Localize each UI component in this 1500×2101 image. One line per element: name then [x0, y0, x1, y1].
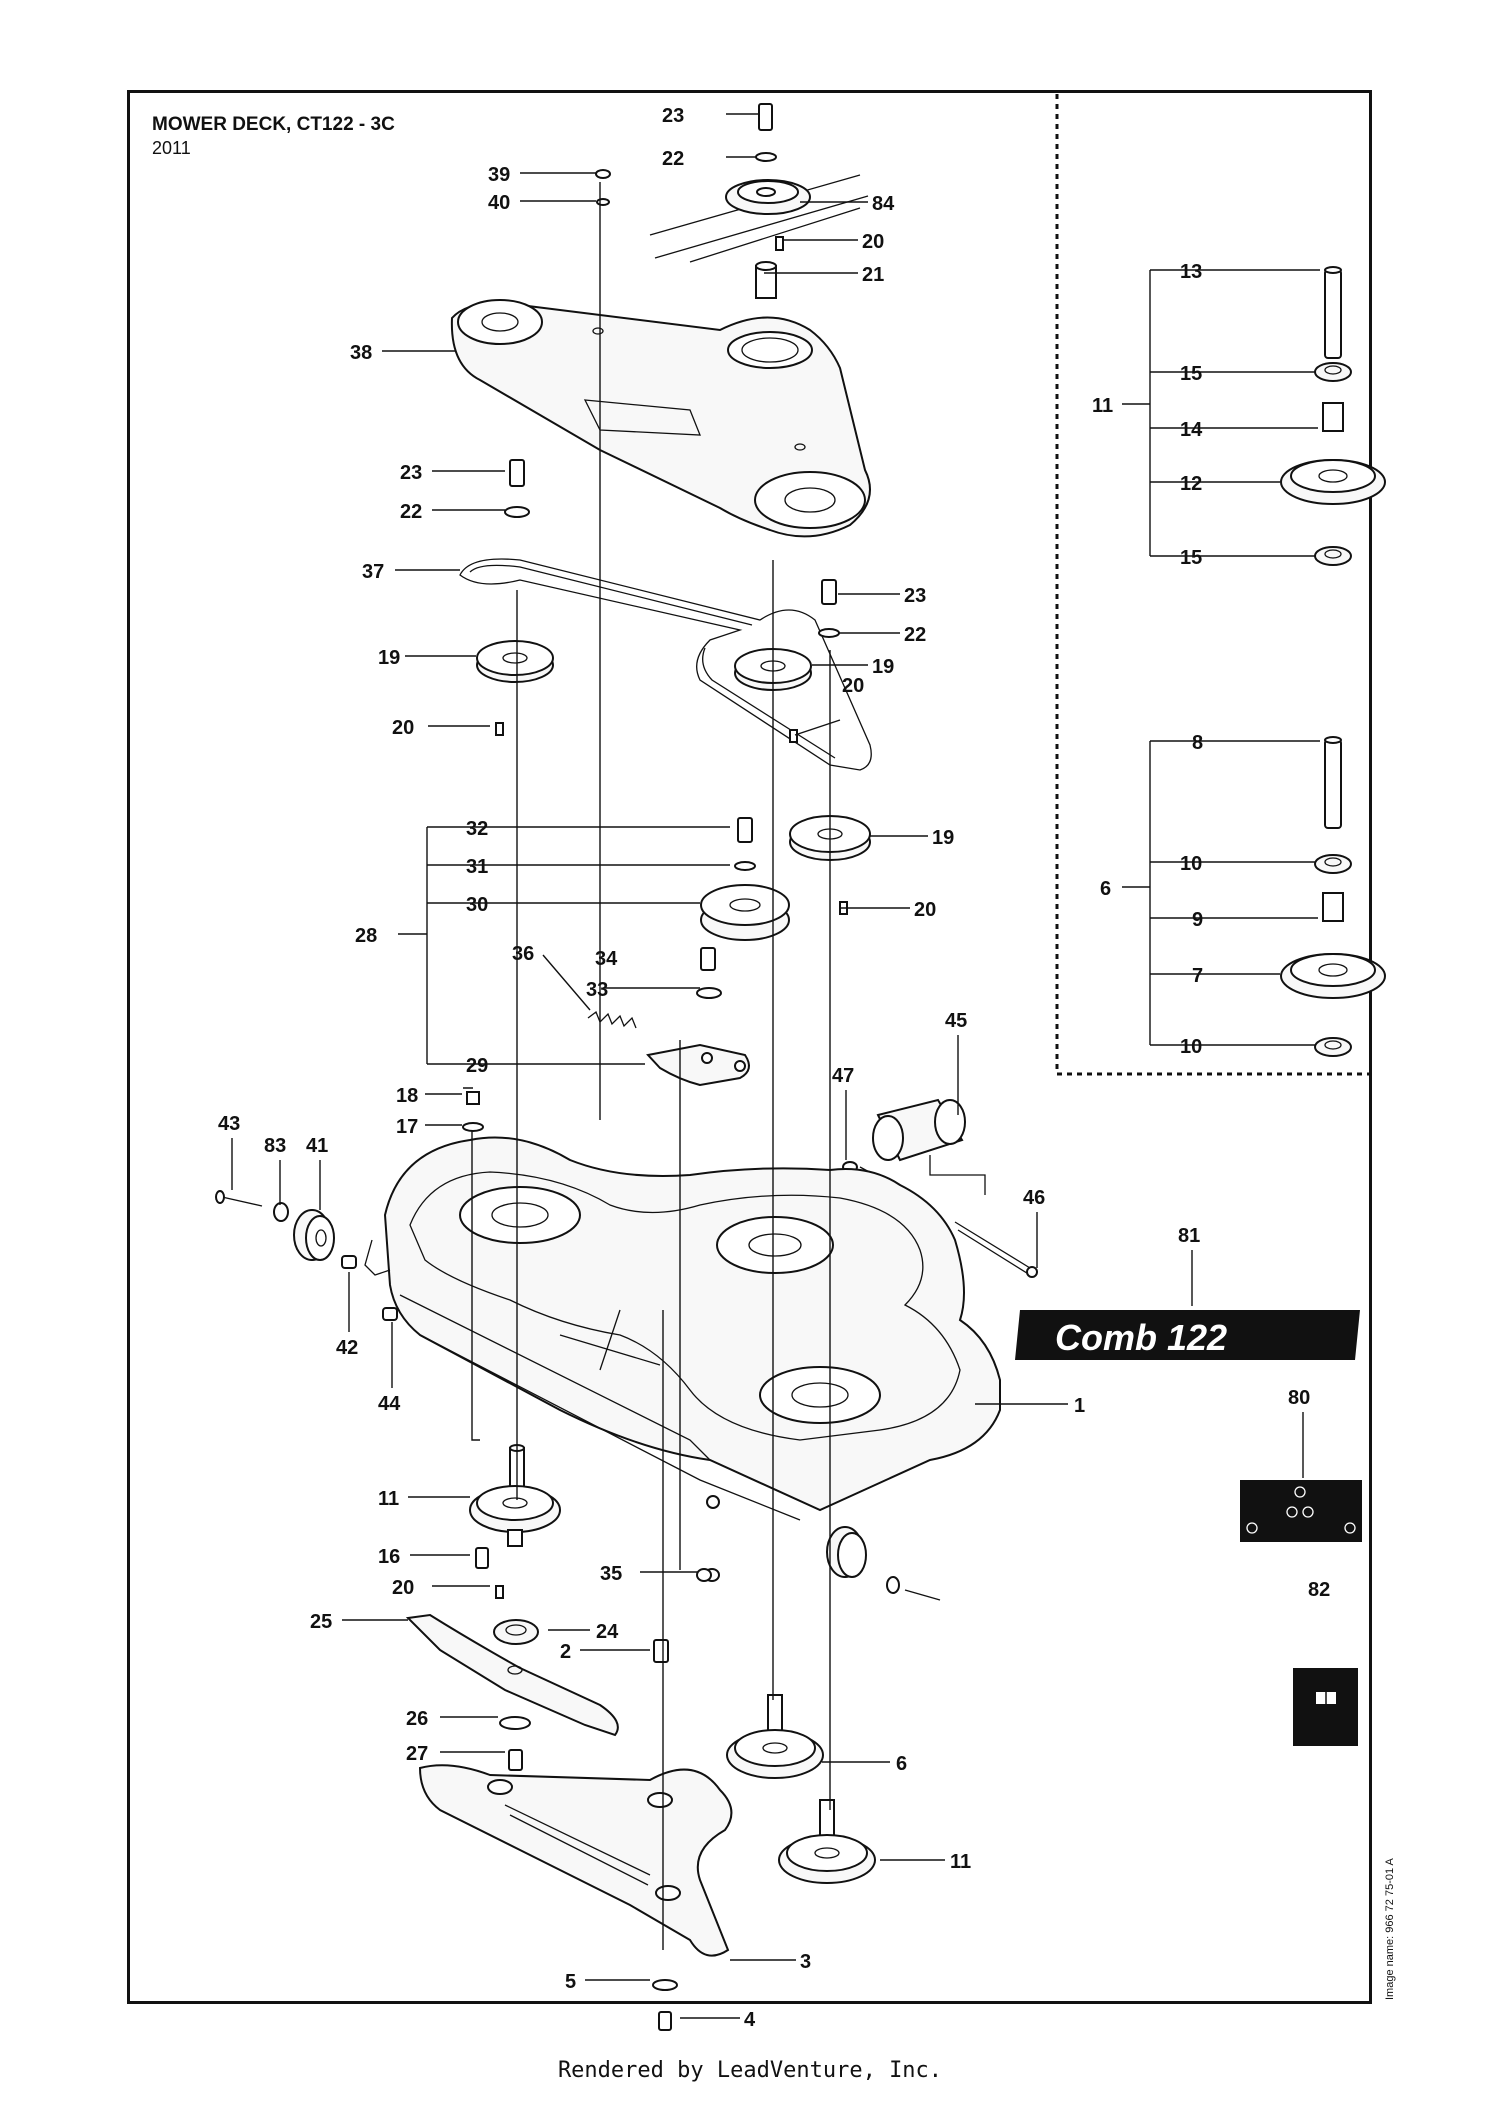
- idler-arm-29-spring-36: [587, 1010, 750, 1087]
- anti-scalp-wheel-41: [215, 1190, 398, 1321]
- callout-c5: 5: [565, 1971, 576, 1993]
- callout-c19b: 19: [872, 656, 894, 678]
- bushing-2-nut-35: [653, 1568, 712, 1663]
- callout-c31: 31: [466, 856, 488, 878]
- callout-c3: 3: [800, 1951, 811, 1973]
- decal-80: [1240, 1480, 1362, 1542]
- footer-rendered-by: Rendered by LeadVenture, Inc.: [557, 2058, 943, 2083]
- callout-c4: 4: [744, 2009, 756, 2031]
- callout-c82: 82: [1308, 1579, 1330, 1601]
- callout-c22b: 22: [400, 501, 422, 523]
- electric-clutch-45: [842, 1098, 1038, 1278]
- callout-c80: 80: [1288, 1387, 1310, 1409]
- callout-c24: 24: [596, 1621, 619, 1643]
- callout-c6b: 6: [1100, 878, 1111, 900]
- idler-assembly-30: [700, 884, 790, 941]
- callout-c43: 43: [218, 1113, 240, 1135]
- callout-c12: 12: [1180, 473, 1202, 495]
- callout-c10b: 10: [1180, 1036, 1202, 1058]
- callout-c83: 83: [264, 1135, 286, 1157]
- callout-c8: 8: [1192, 732, 1203, 754]
- spindle-assembly-6: [726, 1694, 824, 1779]
- decal-81-logo-text: Comb 122: [1055, 1317, 1227, 1358]
- diagram-frame: [127, 90, 1372, 2004]
- callout-c27: 27: [406, 1743, 428, 1765]
- drive-belt-37: [459, 558, 872, 771]
- anti-scalp-wheel-right: [704, 1495, 941, 1601]
- callout-c26: 26: [406, 1708, 428, 1730]
- callout-c37: 37: [362, 561, 384, 583]
- callout-c20a: 20: [862, 231, 884, 253]
- callout-labels: 23 22 84 20 21 39 40 38 23 22 37 23 22 1…: [218, 105, 1330, 2031]
- callout-c45: 45: [945, 1010, 967, 1032]
- callout-c84: 84: [872, 193, 895, 215]
- callout-c14: 14: [1180, 419, 1203, 441]
- callout-c1: 1: [1074, 1395, 1085, 1417]
- decal-82: [1293, 1668, 1358, 1746]
- callout-c44: 44: [378, 1393, 401, 1415]
- callout-c25: 25: [310, 1611, 332, 1633]
- callout-c38: 38: [350, 342, 372, 364]
- mower-deck-1: [364, 1136, 1001, 1521]
- callout-c32: 32: [466, 818, 488, 840]
- callout-c21: 21: [862, 264, 884, 286]
- callout-c19a: 19: [378, 647, 400, 669]
- idler-pulley-19-left: [476, 640, 554, 683]
- callout-c29: 29: [466, 1055, 488, 1077]
- callout-c2: 2: [560, 1641, 571, 1663]
- callout-c23b: 23: [400, 462, 422, 484]
- callout-c7: 7: [1192, 965, 1203, 987]
- callout-c11a: 11: [378, 1488, 399, 1510]
- inset-spindle-11-parts: [1280, 266, 1386, 566]
- callout-c33: 33: [586, 979, 608, 1001]
- inset-spindle-6-parts: [1280, 736, 1386, 1057]
- callout-c47: 47: [832, 1065, 854, 1087]
- callout-c20b: 20: [842, 675, 864, 697]
- callout-c23c: 23: [904, 585, 926, 607]
- callout-c15b: 15: [1180, 547, 1202, 569]
- spindle-assembly-11-bottom: [778, 1799, 876, 1884]
- callout-c19c: 19: [932, 827, 954, 849]
- leader-lines: [231, 113, 1320, 2019]
- callout-c39: 39: [488, 164, 510, 186]
- callout-c40: 40: [488, 192, 510, 214]
- callout-c10a: 10: [1180, 853, 1202, 875]
- spindle-assembly-11-left: [469, 1444, 561, 1599]
- blade-25-and-hardware: [405, 1613, 619, 1771]
- callout-c81: 81: [1178, 1225, 1200, 1247]
- callout-c46: 46: [1023, 1187, 1045, 1209]
- callout-c35: 35: [600, 1563, 622, 1585]
- callout-c30: 30: [466, 894, 488, 916]
- belt-cover-38: [450, 299, 871, 538]
- callout-c15a: 15: [1180, 363, 1202, 385]
- diagram-title: MOWER DECK, CT122 - 3C: [152, 114, 395, 135]
- callout-c20e: 20: [392, 1577, 414, 1599]
- callout-c16: 16: [378, 1546, 400, 1568]
- callout-c20c: 20: [392, 717, 414, 739]
- callout-c36: 36: [512, 943, 534, 965]
- callout-c18: 18: [396, 1085, 418, 1107]
- baffle-3: [418, 1764, 733, 2031]
- callout-c9: 9: [1192, 909, 1203, 931]
- callout-c17: 17: [396, 1116, 418, 1138]
- inset-box-border: [1055, 94, 1369, 1076]
- diagram-year: 2011: [152, 138, 191, 158]
- callout-c22c: 22: [904, 624, 926, 646]
- callout-c11c: 11: [1092, 395, 1113, 417]
- decal-81: Comb 122: [1015, 1310, 1360, 1360]
- callout-c22a: 22: [662, 148, 684, 170]
- callout-c6a: 6: [896, 1753, 907, 1775]
- callout-c23a: 23: [662, 105, 684, 127]
- callout-c13: 13: [1180, 261, 1202, 283]
- image-name-caption: Image name: 966 72 75-01 A: [1384, 1858, 1396, 2000]
- callout-c34: 34: [595, 948, 618, 970]
- callout-c20d: 20: [914, 899, 936, 921]
- callout-c28: 28: [355, 925, 377, 947]
- top-pulley-84: [649, 103, 869, 299]
- callout-c11b: 11: [950, 1851, 971, 1873]
- callout-c42: 42: [336, 1337, 358, 1359]
- callout-c41: 41: [306, 1135, 328, 1157]
- hardware-bolts-washers: [462, 169, 848, 1132]
